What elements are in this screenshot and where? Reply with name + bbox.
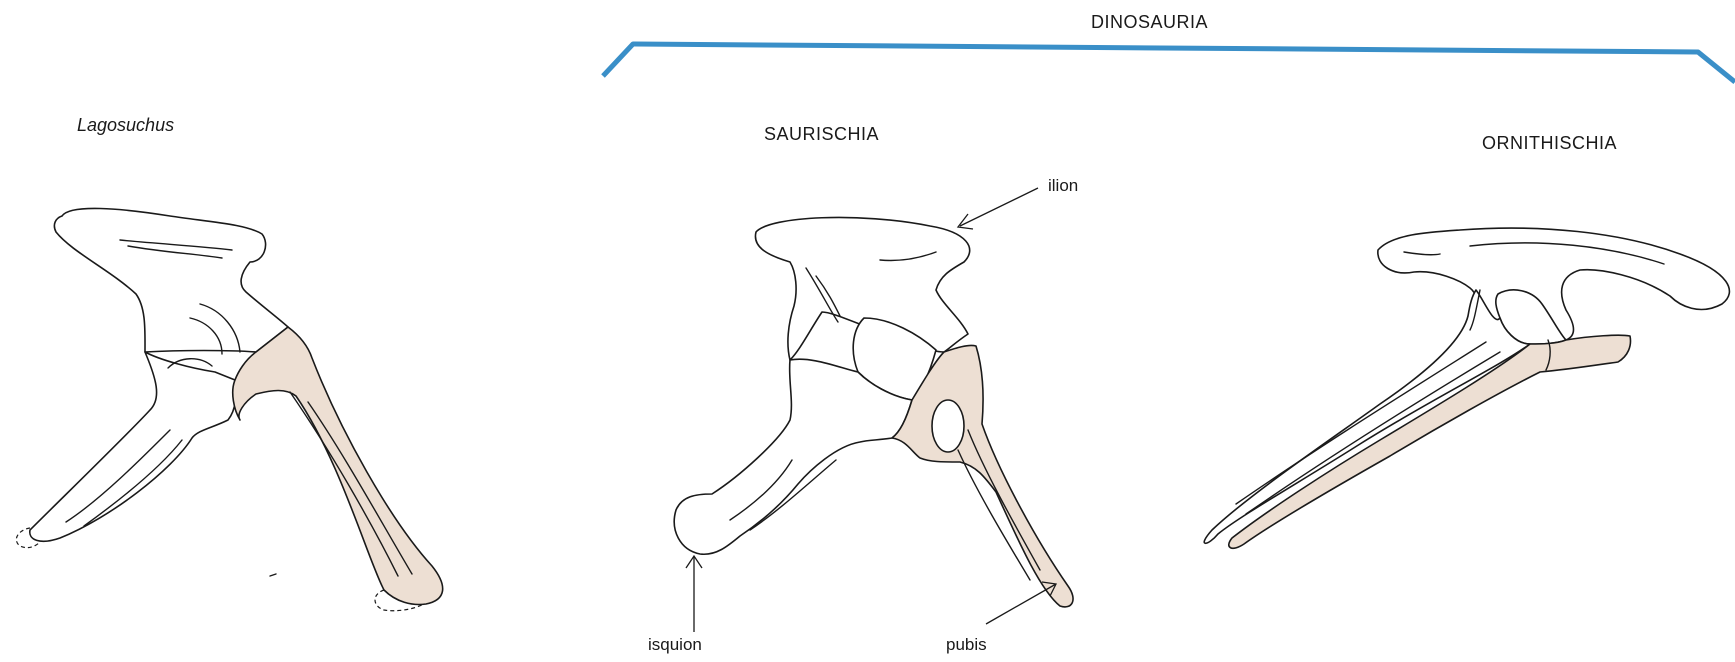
ilion-arrow [958,188,1038,229]
dinosauria-label: DINOSAURIA [1091,12,1208,33]
saurischia-label: SAURISCHIA [764,124,879,145]
lagosuchus-scratch-mark [270,574,276,576]
dinosauria-bracket [603,44,1735,82]
isquion-arrow [686,556,702,632]
lagosuchus-ischium [30,352,237,541]
ornithischia-pelvis [1204,228,1729,548]
saurischia-pelvis [674,188,1073,632]
saurischia-obturator-foramen [932,400,964,452]
lagosuchus-ilium [54,208,288,352]
saurischia-ischium [674,359,912,554]
lagosuchus-label: Lagosuchus [77,115,174,136]
ilion-label: ilion [1048,176,1078,196]
isquion-label: isquion [648,635,702,655]
lagosuchus-pelvis [16,208,442,610]
pubis-label: pubis [946,635,987,655]
ornithischia-label: ORNITHISCHIA [1482,133,1617,154]
